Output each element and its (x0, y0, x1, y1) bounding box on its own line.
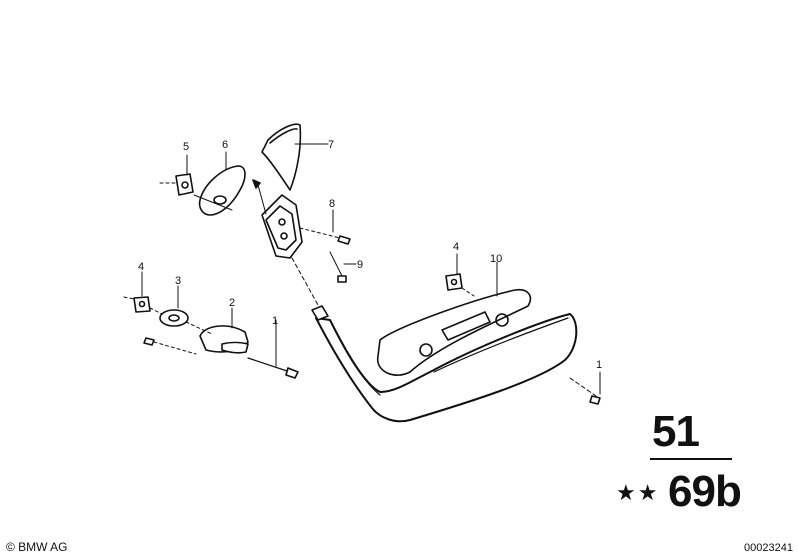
document-number: 00023241 (744, 542, 793, 554)
callout-2: 2 (229, 297, 235, 309)
callout-5: 5 (183, 141, 189, 153)
callout-10: 10 (490, 253, 502, 265)
part-1-screw-left (247, 357, 299, 379)
callout-3: 3 (175, 275, 181, 287)
callout-4-right: 4 (453, 241, 459, 253)
copyright-notice: © BMW AG (6, 540, 68, 554)
part-5-clip-nut (175, 173, 194, 196)
stars-marker: ★★ (616, 480, 660, 505)
callout-4-left: 4 (138, 261, 144, 273)
part-1-screw-right (569, 377, 601, 405)
part-3-washer (159, 309, 189, 327)
callout-7: 7 (328, 139, 334, 151)
part-9-screw (329, 251, 347, 283)
callout-1-left: 1 (272, 315, 278, 327)
part-2-end-cap (199, 325, 249, 354)
part-6-bracket-plate (198, 165, 246, 216)
part-4-clip-left (133, 296, 151, 313)
callout-8: 8 (329, 198, 335, 210)
callout-9: 9 (357, 259, 363, 271)
part-8-screw (299, 227, 351, 245)
part-10-armrest-base (377, 288, 532, 376)
part-7-trim-cover (261, 123, 302, 191)
part-4-clip-right (445, 273, 463, 291)
group-number: 51 (652, 407, 700, 456)
armrest-mount-bracket (252, 179, 303, 259)
subgroup-number: 69b (668, 467, 742, 516)
group-divider (650, 458, 732, 460)
callout-1-right: 1 (596, 359, 602, 371)
callout-6: 6 (222, 139, 228, 151)
armrest-body (311, 305, 578, 423)
